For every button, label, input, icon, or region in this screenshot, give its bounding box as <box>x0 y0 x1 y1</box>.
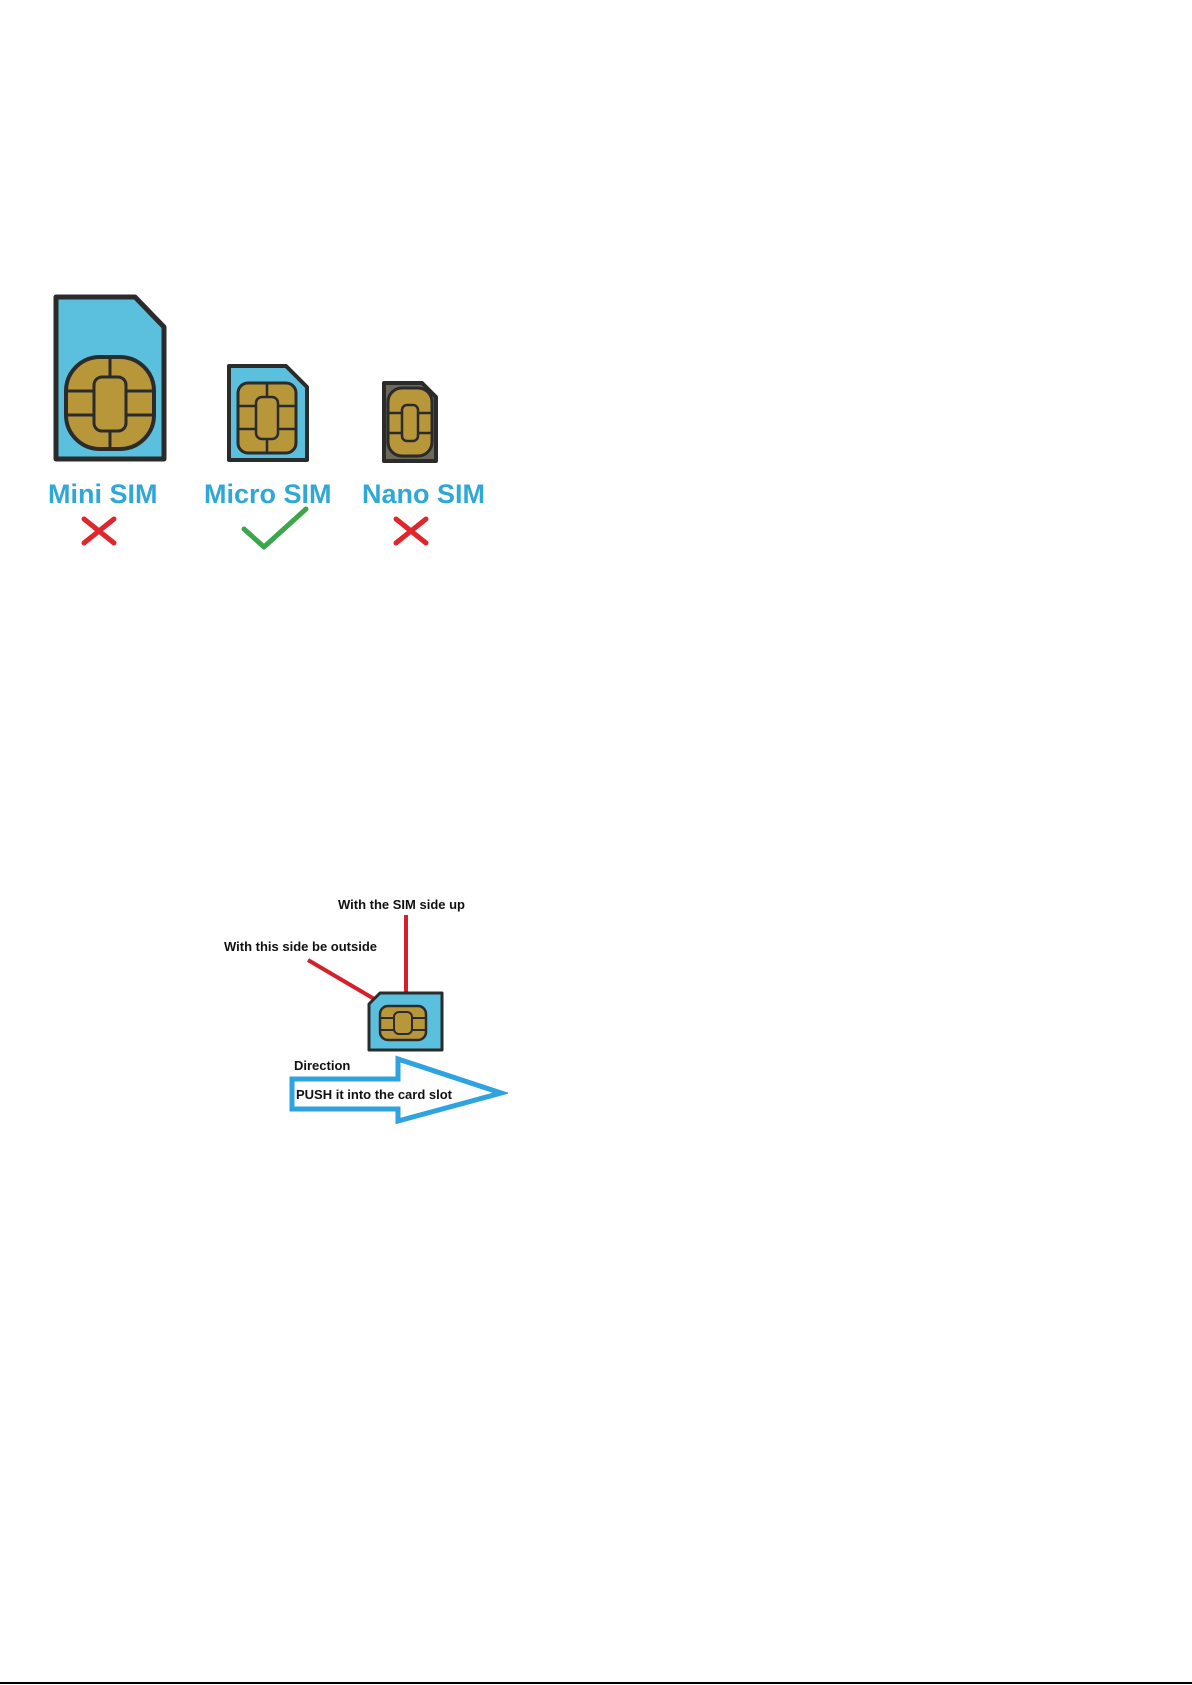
mini-sim-label: Mini SIM <box>48 474 158 514</box>
micro-sim-card-icon <box>224 361 312 465</box>
micro-sim-card-icon <box>366 990 446 1054</box>
nano-sim-card-icon <box>380 379 440 465</box>
mini-sim-card-icon <box>50 291 170 466</box>
cross-icon <box>392 515 430 547</box>
push-instruction-label: PUSH it into the card slot <box>296 1087 452 1102</box>
cross-icon <box>80 515 118 547</box>
nano-sim-label: Nano SIM <box>362 474 485 514</box>
check-icon <box>240 505 310 553</box>
page-bottom-divider <box>0 1682 1192 1684</box>
